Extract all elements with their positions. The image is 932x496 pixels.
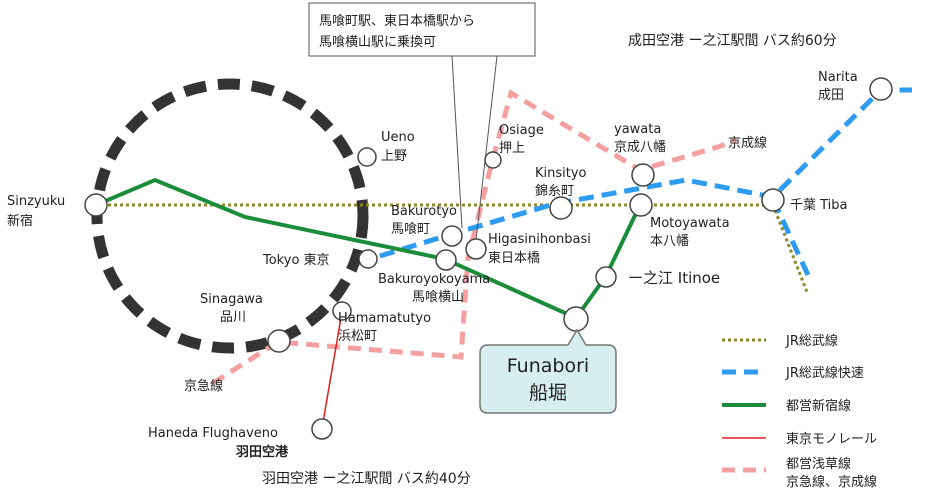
label-haneda-roman: Haneda Flughaveno — [148, 426, 278, 441]
label-hamamatutyo-roman: Hamamatutyo — [338, 311, 431, 326]
callout-line-1: 馬喰町駅、東日本橋駅から — [319, 13, 475, 29]
label-kinsityo-kanji: 錦糸町 — [535, 183, 574, 199]
label-motoyawata-kanji: 本八幡 — [650, 234, 689, 249]
label-sinagawa-roman: Sinagawa — [200, 292, 263, 307]
jr-sobu-rapid-line-south — [770, 197, 811, 277]
label-kinsityo-roman: Kinsityo — [535, 166, 587, 181]
station-marker-tokyo[interactable] — [358, 249, 378, 269]
label-sinzyuku-roman: Sinzyuku — [7, 194, 65, 209]
station-marker-funabori[interactable] — [563, 306, 589, 332]
yamanote-loop-line — [91, 78, 369, 354]
station-marker-ueno[interactable] — [357, 147, 377, 167]
legend-label-asakusa: 都営浅草線 京急線、京成線 — [786, 456, 877, 490]
legend-label-shinjuku: 都営新宿線 — [786, 398, 851, 414]
label-ueno-kanji: 上野 — [381, 149, 407, 164]
station-marker-sinagawa[interactable] — [267, 329, 291, 353]
note-narita-bus: 成田空港 ー之江駅間 バス約60分 — [628, 33, 837, 49]
asakusa-keikyu-keisei-line — [211, 89, 737, 386]
label-bakuroyokoyama-kanji: 馬喰横山 — [412, 289, 464, 305]
label-higasinihonbasi-roman: Higasinihonbasi — [488, 232, 591, 247]
label-osiage-roman: Osiage — [499, 123, 544, 138]
label-bakurotyo-kanji: 馬喰町 — [391, 221, 430, 237]
label-bakuroyokoyama-roman: Bakuroyokoyama — [378, 272, 490, 287]
station-marker-higasinihonbasi[interactable] — [465, 238, 487, 260]
label-yawata-kanji: 京成八幡 — [614, 140, 666, 155]
station-marker-kinsityo[interactable] — [549, 196, 573, 220]
note-haneda-bus: 羽田空港 ー之江駅間 バス約40分 — [262, 471, 471, 487]
label-narita-roman: Narita — [818, 70, 858, 85]
legend-label-asakusa-line2: 京急線、京成線 — [786, 474, 877, 490]
label-sinzyuku-kanji: 新宿 — [7, 213, 33, 229]
station-marker-bakurotyo[interactable] — [441, 225, 463, 247]
legend-label-asakusa-line1: 都営浅草線 — [786, 456, 851, 472]
station-marker-tiba[interactable] — [761, 188, 785, 212]
label-itinoe: ー之江 Itinoe — [628, 269, 720, 287]
label-narita-kanji: 成田 — [818, 88, 844, 103]
station-marker-hamamatutyo[interactable] — [332, 301, 352, 321]
tokyo-monorail-line — [321, 311, 343, 429]
label-tokyo: Tokyo 東京 — [262, 252, 330, 268]
station-marker-motoyawata[interactable] — [629, 193, 653, 217]
label-higasinihonbasi-kanji: 東日本橋 — [488, 250, 540, 266]
funabori-callout[interactable]: Funabori 船堀 — [479, 328, 617, 414]
label-yawata-roman: yawata — [614, 122, 661, 137]
legend-label-sobu: JR総武線 — [785, 333, 838, 349]
label-keisei-line: 京成線 — [728, 135, 767, 151]
label-haneda-kanji: 羽田空港 — [236, 444, 289, 460]
station-marker-bakuroyokoyama[interactable] — [435, 249, 457, 271]
station-marker-itinoe[interactable] — [595, 266, 617, 288]
label-motoyawata-roman: Motoyawata — [650, 216, 730, 231]
station-marker-yawata[interactable] — [631, 163, 655, 187]
station-marker-osiage[interactable] — [484, 151, 502, 169]
callout-line-2: 馬喰横山駅に乗換可 — [319, 34, 436, 50]
label-osiage-kanji: 押上 — [499, 141, 525, 156]
legend: JR総武線 JR総武線快速 都営新宿線 東京モノレール 都営浅草線 京急線、京成… — [722, 333, 877, 490]
station-marker-haneda[interactable] — [311, 418, 333, 440]
label-bakurotyo-roman: Bakurotyo — [391, 204, 457, 219]
station-marker-narita[interactable] — [869, 77, 893, 101]
label-tiba: 千葉 Tiba — [790, 198, 848, 213]
station-marker-sinzyuku[interactable] — [84, 193, 108, 217]
legend-label-sobu-rapid: JR総武線快速 — [785, 365, 864, 381]
label-hamamatutyo-kanji: 浜松町 — [338, 329, 377, 344]
funabori-kanji: 船堀 — [529, 382, 567, 404]
transfer-callout: 馬喰町駅、東日本橋駅から 馬喰横山駅に乗換可 — [308, 2, 536, 241]
funabori-roman: Funabori — [507, 355, 589, 377]
label-sinagawa-kanji: 品川 — [220, 310, 246, 325]
label-ueno-roman: Ueno — [381, 130, 415, 145]
jr-sobu-line-east — [771, 204, 809, 293]
legend-label-monorail: 東京モノレール — [786, 431, 877, 447]
label-keikyu-line: 京急線 — [184, 378, 223, 394]
